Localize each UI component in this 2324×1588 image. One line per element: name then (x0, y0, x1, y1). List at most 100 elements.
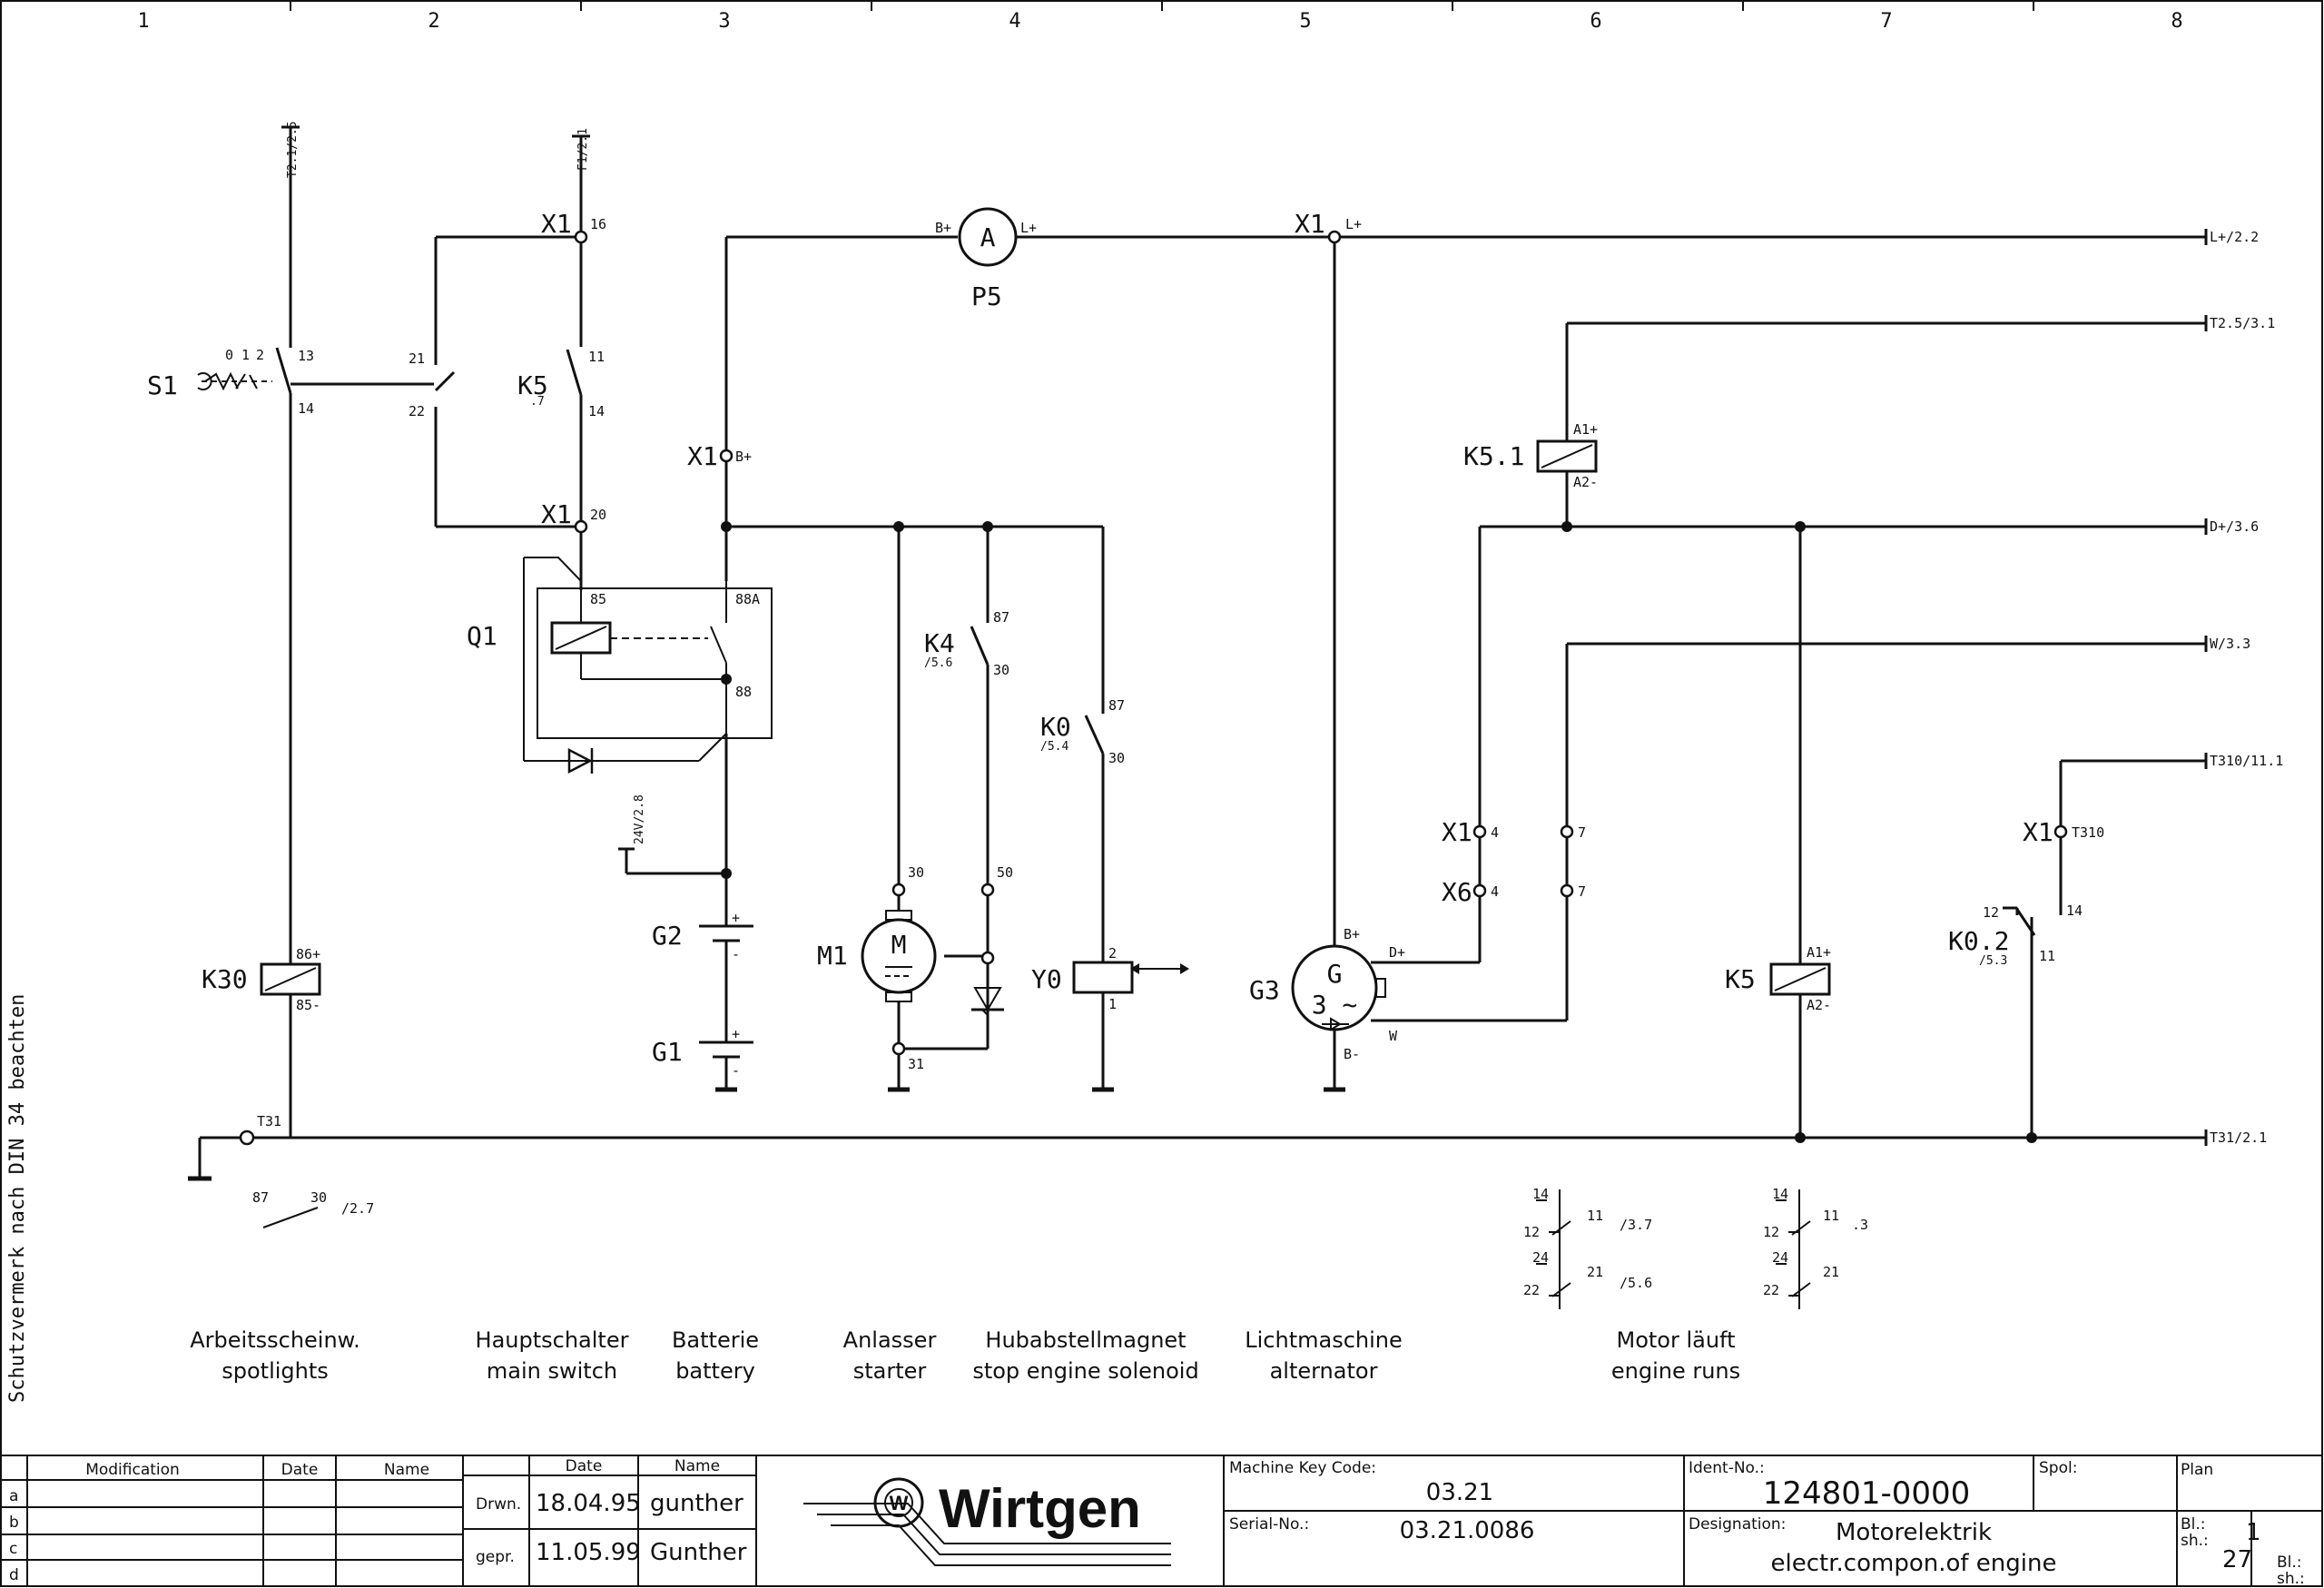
ident-label: Ident-No.: (1689, 1459, 1765, 1477)
k0-30: 30 (1108, 750, 1125, 766)
caption-de: Hauptschalter (476, 1327, 629, 1353)
g3-dplus: D+ (1389, 944, 1405, 961)
g3-phase: 3 ~ (1312, 990, 1358, 1020)
protection-note: Schutzvermerk nach DIN 34 beachten (6, 994, 29, 1403)
k5-11: 11 (1823, 1208, 1839, 1224)
ref-d-plus: D+/3.6 (2210, 518, 2259, 535)
label-m1: M1 (817, 941, 848, 971)
k5-22: 22 (1763, 1282, 1779, 1298)
terminal-x1-20 (574, 519, 588, 534)
s1-rotary-switch[interactable] (197, 371, 272, 391)
y0-1: 1 (1108, 996, 1117, 1012)
contact-refs-k5: 14 11 12 .3 24 21 22 (1763, 1186, 1868, 1309)
k4-ref: /5.6 (924, 656, 952, 670)
company-name: Wirtgen (939, 1478, 1141, 1539)
ref-t25: T2.5/3.1 (2210, 315, 2275, 331)
terminal-x6-4 (1472, 883, 1487, 898)
k30-coil (260, 962, 321, 996)
ref-t21: T2.1/2.5 (286, 121, 300, 178)
drwn-label: Drwn. (476, 1495, 521, 1514)
label-g2: G2 (652, 921, 683, 951)
p5-lplus: L+ (1020, 220, 1037, 236)
term-x1-7: 7 (1578, 824, 1586, 841)
g3-w: W (1389, 1028, 1398, 1044)
bl-label-2: Bl.: (2277, 1553, 2302, 1572)
ref-t310: T310/11.1 (2210, 753, 2283, 769)
term-bplus-batt: B+ (735, 449, 752, 465)
term-x6-4: 4 (1491, 883, 1499, 900)
y0-2: 2 (1108, 945, 1117, 962)
term-x6-7: 7 (1578, 883, 1586, 900)
th-date: Date (281, 1461, 319, 1479)
label-k5-contact: K5 (517, 370, 548, 400)
plan-label: Plan (2181, 1461, 2213, 1479)
caption-de: Batterie (672, 1327, 759, 1353)
k30-contact-30: 30 (310, 1189, 327, 1206)
caption-de: Anlasser (843, 1327, 937, 1353)
solenoid-coil (1072, 961, 1134, 994)
term-k02-11: 11 (2039, 948, 2055, 964)
label-y0: Y0 (1031, 964, 1062, 994)
serial-label: Serial-No.: (1229, 1515, 1309, 1534)
g2-minus: - (732, 946, 740, 962)
label-t31: T31 (257, 1113, 281, 1129)
k5-ref3: .3 (1852, 1217, 1868, 1233)
q1-88: 88 (735, 684, 752, 700)
label-k30: K30 (202, 964, 248, 994)
spotlight-circuit: T2.1/2.5 13 14 0 1 2 S1 K30 86+ 85- 87 3… (147, 121, 434, 1228)
sheet-bl: 1 (2246, 1519, 2261, 1546)
bl-label: Bl.: (2181, 1515, 2206, 1534)
column-number: 6 (1590, 10, 1601, 33)
m1-50: 50 (997, 864, 1013, 881)
term-22: 22 (409, 403, 425, 419)
caption-de: Lichtmaschine (1245, 1327, 1403, 1353)
column-number: 4 (1009, 10, 1020, 33)
section-captions: Arbeitsscheinw. spotlights Hauptschalter… (190, 1327, 1740, 1384)
k51-12: 12 (1523, 1224, 1540, 1240)
wirtgen-logo: W Wirtgen (803, 1477, 1171, 1566)
caption-en: battery (675, 1358, 755, 1384)
battery-circuit: X1 B+ 24V/2.8 G2 + - G1 + - (618, 237, 753, 1092)
th-modification: Modification (85, 1461, 180, 1479)
th-name-2: Name (675, 1457, 720, 1475)
gepr-label: gepr. (476, 1548, 515, 1566)
column-number: 7 (1880, 10, 1892, 33)
machine-key: 03.21 (1426, 1479, 1493, 1506)
ref-24v: 24V/2.8 (633, 794, 646, 844)
k5-a1: A1+ (1807, 944, 1831, 961)
label-x6-4: X6 (1442, 877, 1472, 907)
terminal-x1-t310 (2053, 824, 2068, 839)
label-q1: Q1 (467, 621, 497, 651)
ref-t31: T31/2.1 (2210, 1129, 2267, 1146)
gepr-name: Gunther (650, 1539, 747, 1566)
caption-de: Hubabstellmagnet (985, 1327, 1186, 1353)
g3-bminus: B- (1344, 1046, 1360, 1062)
column-number: 2 (428, 10, 439, 33)
label-g3: G3 (1249, 975, 1280, 1005)
label-x1-lplus: X1 (1295, 209, 1325, 239)
k5-24: 24 (1772, 1249, 1788, 1266)
designation-en: electr.compon.of engine (1771, 1550, 2057, 1577)
contact-refs-k51: 14 11 12 /3.7 24 21 22 /5.6 (1523, 1186, 1652, 1309)
k51-24: 24 (1532, 1249, 1549, 1266)
terminal-m1-50 (980, 883, 995, 897)
rev-row-a: a (9, 1487, 18, 1505)
p5-symbol: A (980, 222, 996, 252)
bus-lines (188, 229, 2208, 1181)
label-k02: K0.2 (1948, 926, 2009, 956)
k30-85: 85- (296, 997, 320, 1013)
term-k02-14: 14 (2066, 902, 2083, 919)
spol-label: Spol: (2039, 1459, 2077, 1477)
gepr-date: 11.05.99 (536, 1539, 641, 1566)
sh-label-2: sh.: (2277, 1570, 2305, 1588)
sheet-sh: 27 (2222, 1546, 2252, 1573)
term-k5-11: 11 (588, 349, 605, 365)
term-16: 16 (590, 216, 606, 232)
rev-row-c: c (9, 1540, 17, 1558)
ref-l-plus: L+/2.2 (2210, 229, 2259, 245)
m1-symbol: M (891, 930, 907, 960)
q1-88a: 88A (735, 591, 760, 607)
th-date-2: Date (566, 1457, 603, 1475)
